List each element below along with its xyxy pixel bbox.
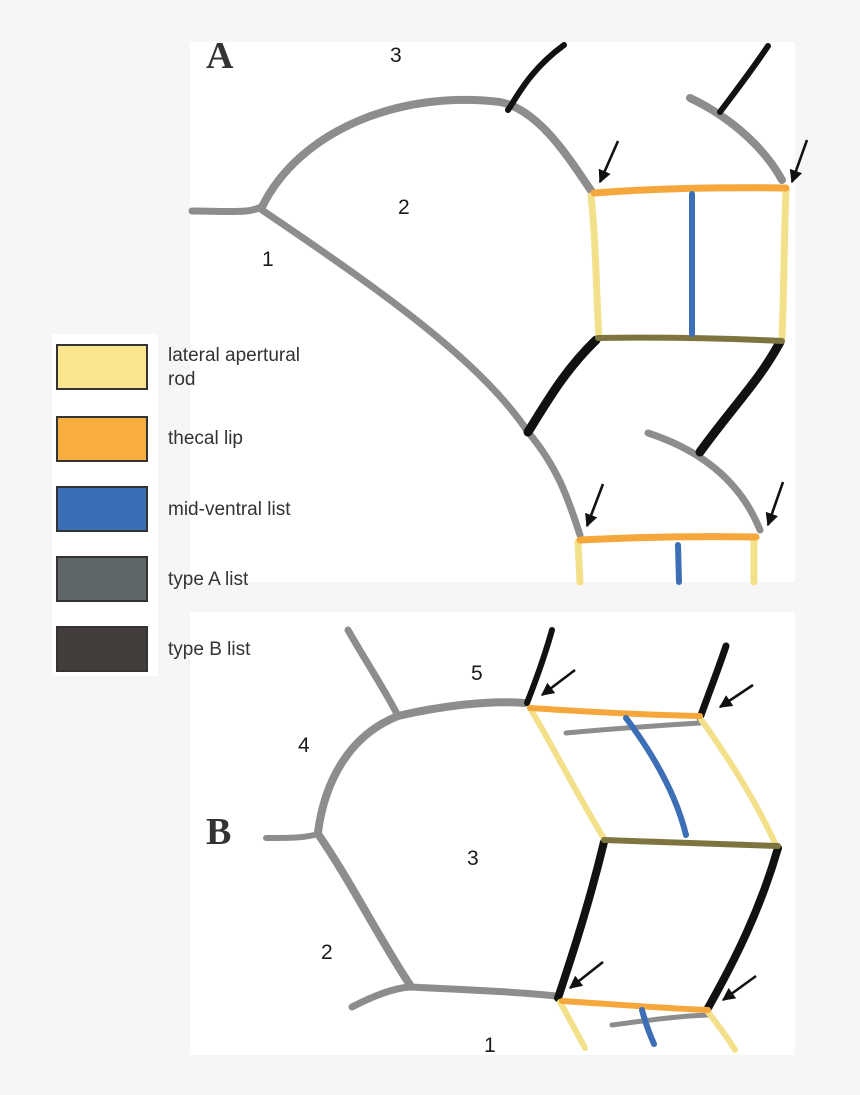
zooid-label: 2 [321, 941, 333, 964]
zooid-label: 1 [484, 1034, 496, 1057]
panel-a-letter: A [206, 35, 234, 77]
arrow [568, 960, 604, 990]
zooid-label: 5 [471, 662, 483, 685]
zooid-label: 3 [390, 44, 402, 67]
legend-swatch [56, 344, 148, 390]
mid-ventral-lists [623, 715, 689, 1047]
legend-label: type B list [168, 639, 251, 660]
type-a-lists [263, 626, 711, 1028]
arrow [765, 481, 785, 527]
panel-a: A 3 2 1 [188, 35, 809, 586]
legend-label: lateral apertural rod [168, 345, 301, 390]
legend-label: mid-ventral list [168, 499, 291, 520]
olive-lists [601, 837, 781, 849]
arrow [718, 683, 754, 709]
type-b-lists [524, 627, 782, 1012]
arrow [598, 140, 620, 184]
legend-swatch [56, 416, 148, 462]
legend-swatch [56, 486, 148, 532]
panel-b: B 5 4 3 2 1 [190, 612, 795, 1057]
lateral-apertural-rods [574, 186, 790, 586]
mid-ventral-lists [675, 191, 696, 585]
zooid-label: 4 [298, 734, 310, 757]
arrow [721, 974, 757, 1002]
zooid-label: 3 [467, 847, 479, 870]
olive-lists [595, 334, 785, 344]
type-b-lists [505, 42, 785, 457]
panel-b-background [190, 612, 795, 1055]
arrow [789, 139, 809, 184]
thecal-lips [527, 705, 711, 1013]
lateral-apertural-rods [527, 705, 779, 1053]
legend-label: type A list [168, 569, 249, 590]
arrow [540, 668, 576, 697]
zooid-label: 2 [398, 196, 410, 219]
legend: lateral apertural rod thecal lip mid-ven… [52, 334, 300, 676]
zooid-label: 1 [262, 248, 274, 271]
type-a-lists [188, 94, 786, 539]
legend-swatch [56, 556, 148, 602]
panel-b-letter: B [206, 811, 231, 853]
arrows [585, 139, 809, 528]
arrow [585, 483, 605, 528]
arrows [540, 668, 757, 1002]
legend-swatch [56, 626, 148, 672]
thecal-lips [576, 184, 790, 544]
legend-label: thecal lip [168, 428, 243, 449]
